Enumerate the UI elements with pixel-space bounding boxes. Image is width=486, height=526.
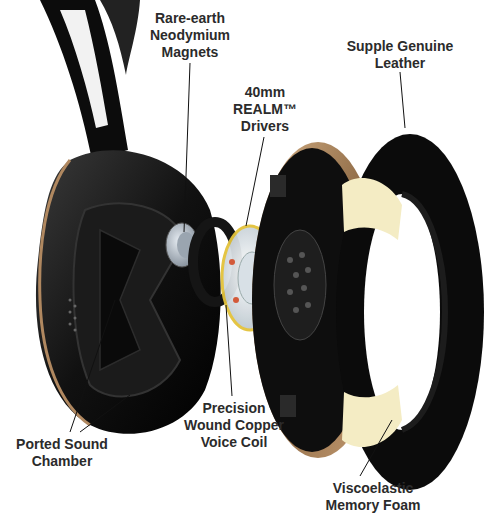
part-label: Precision Wound Copper Voice Coil: [180, 400, 288, 451]
part-label: Supple Genuine Leather: [336, 38, 464, 72]
part-label: Rare-earth Neodymium Magnets: [140, 10, 240, 61]
part-label: 40mm REALM™ Drivers: [229, 84, 301, 135]
part-label: Viscoelastic Memory Foam: [316, 480, 430, 514]
part-label: Ported Sound Chamber: [8, 436, 116, 470]
